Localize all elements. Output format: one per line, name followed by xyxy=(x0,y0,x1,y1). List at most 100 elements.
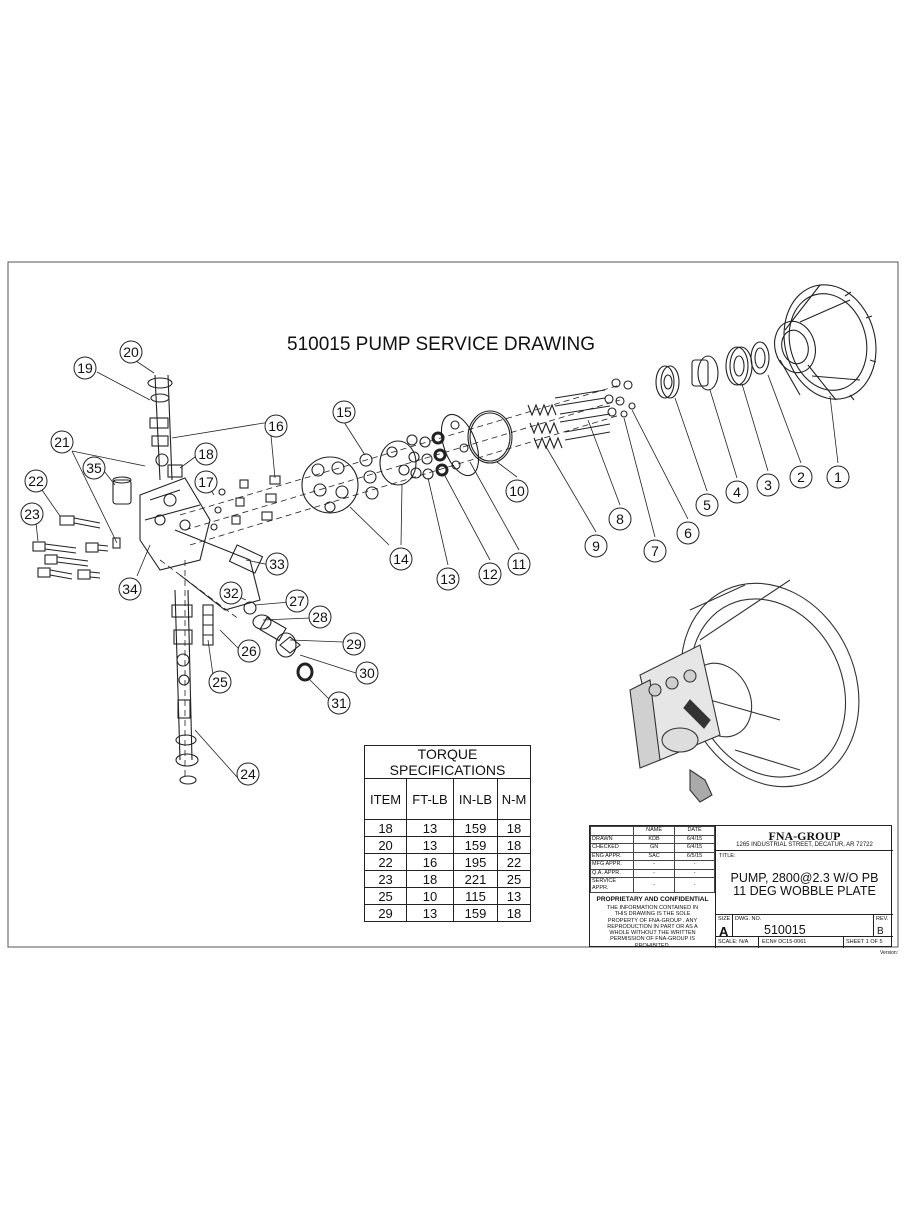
cell: - xyxy=(632,868,676,878)
callout-20: 20 xyxy=(119,340,143,364)
size-label: SIZE xyxy=(718,916,731,922)
callout-33: 33 xyxy=(265,552,289,576)
cell: DRAWN xyxy=(590,834,634,844)
divider xyxy=(873,914,874,936)
torque-table-title: TORQUE SPECIFICATIONS xyxy=(364,745,531,779)
svg-text:24: 24 xyxy=(240,766,256,782)
cell: GN xyxy=(632,843,676,853)
svg-text:31: 31 xyxy=(331,695,347,711)
cell: 18 xyxy=(497,819,531,837)
svg-text:28: 28 xyxy=(312,609,328,625)
callout-25: 25 xyxy=(208,670,232,694)
svg-text:10: 10 xyxy=(509,483,525,499)
callout-14: 14 xyxy=(389,547,413,571)
injector-fitting xyxy=(202,604,214,646)
assembled-pump-view xyxy=(629,579,860,803)
crankcase-housing xyxy=(773,284,877,401)
springs xyxy=(527,403,563,450)
cell: 13 xyxy=(406,836,454,854)
divider xyxy=(843,936,844,948)
callout-19: 19 xyxy=(73,356,97,380)
col-item: ITEM xyxy=(363,778,408,820)
cell: 18 xyxy=(497,836,531,854)
cell: 6/4/15 xyxy=(674,843,715,853)
drawing-title: 510015 PUMP SERVICE DRAWING xyxy=(287,334,595,355)
divider xyxy=(732,914,733,936)
small-seals xyxy=(604,378,636,418)
seal-retainer xyxy=(440,413,480,477)
callout-17: 17 xyxy=(194,470,218,494)
cell: Q.A. APPR. xyxy=(590,868,634,878)
svg-text:1: 1 xyxy=(834,469,842,485)
callout-23: 23 xyxy=(20,502,44,526)
unloader-rod xyxy=(171,589,199,785)
outlet-assembly xyxy=(228,544,314,682)
cell: 13 xyxy=(406,904,454,922)
proprietary-text: THE INFORMATION CONTAINED IN THIS DRAWIN… xyxy=(606,905,699,949)
svg-text:18: 18 xyxy=(198,446,214,462)
svg-text:2: 2 xyxy=(797,469,805,485)
rev-value: B xyxy=(877,926,884,937)
cell xyxy=(590,826,634,836)
svg-text:35: 35 xyxy=(86,460,102,476)
svg-text:11: 11 xyxy=(512,556,527,572)
svg-text:21: 21 xyxy=(54,434,70,450)
cell: DATE xyxy=(674,826,715,836)
table-row: SERVICE APPR.-- xyxy=(590,877,715,893)
callout-31: 31 xyxy=(327,691,351,715)
callout-8: 8 xyxy=(608,507,632,531)
cell: 25 xyxy=(363,887,408,905)
col-in-lb: IN-LB xyxy=(452,778,499,820)
svg-text:12: 12 xyxy=(482,566,498,582)
callout-28: 28 xyxy=(308,605,332,629)
cell: - xyxy=(674,868,715,878)
cell: 221 xyxy=(452,870,499,888)
part-title-line1: PUMP, 2800@2.3 W/O PB xyxy=(730,871,879,885)
title-label: TITLE: xyxy=(719,853,736,859)
callout-11: 11 xyxy=(507,552,531,576)
cell: 159 xyxy=(452,836,499,854)
scale: SCALE: N/A xyxy=(718,939,749,945)
cell: CHECKED xyxy=(590,843,634,853)
cell: - xyxy=(632,860,676,870)
title-panel: FNA-GROUP 1265 INDUSTRIAL STREET, DECATU… xyxy=(716,826,893,948)
svg-text:4: 4 xyxy=(733,484,741,500)
sheet-number: SHEET 1 OF 5 xyxy=(846,939,883,945)
callout-32: 32 xyxy=(219,581,243,605)
svg-text:30: 30 xyxy=(359,665,375,681)
svg-text:27: 27 xyxy=(289,593,305,609)
callout-13: 13 xyxy=(436,567,460,591)
check-valves xyxy=(210,475,281,531)
cell: MFG APPR. xyxy=(590,860,634,870)
company-address: 1265 INDUSTRIAL STREET, DECATUR, AR 7272… xyxy=(736,842,873,848)
cell: 23 xyxy=(363,870,408,888)
svg-text:15: 15 xyxy=(336,404,352,420)
cell: NAME xyxy=(632,826,676,836)
callout-27: 27 xyxy=(285,589,309,613)
callout-leaders xyxy=(35,358,839,778)
callout-26: 26 xyxy=(237,639,261,663)
bearing-seals xyxy=(655,341,770,399)
svg-text:13: 13 xyxy=(440,571,456,587)
cell: SAC xyxy=(632,851,676,861)
svg-text:23: 23 xyxy=(24,506,40,522)
size-value: A xyxy=(719,924,729,939)
cell: 18 xyxy=(406,870,454,888)
callout-10: 10 xyxy=(505,479,529,503)
bolts xyxy=(32,515,121,580)
svg-text:16: 16 xyxy=(268,418,284,434)
callout-34: 34 xyxy=(118,577,142,601)
cell: 115 xyxy=(452,887,499,905)
callout-3: 3 xyxy=(756,473,780,497)
svg-text:7: 7 xyxy=(651,543,659,559)
cell: 18 xyxy=(497,904,531,922)
manifold xyxy=(139,477,261,611)
svg-text:29: 29 xyxy=(346,636,362,652)
